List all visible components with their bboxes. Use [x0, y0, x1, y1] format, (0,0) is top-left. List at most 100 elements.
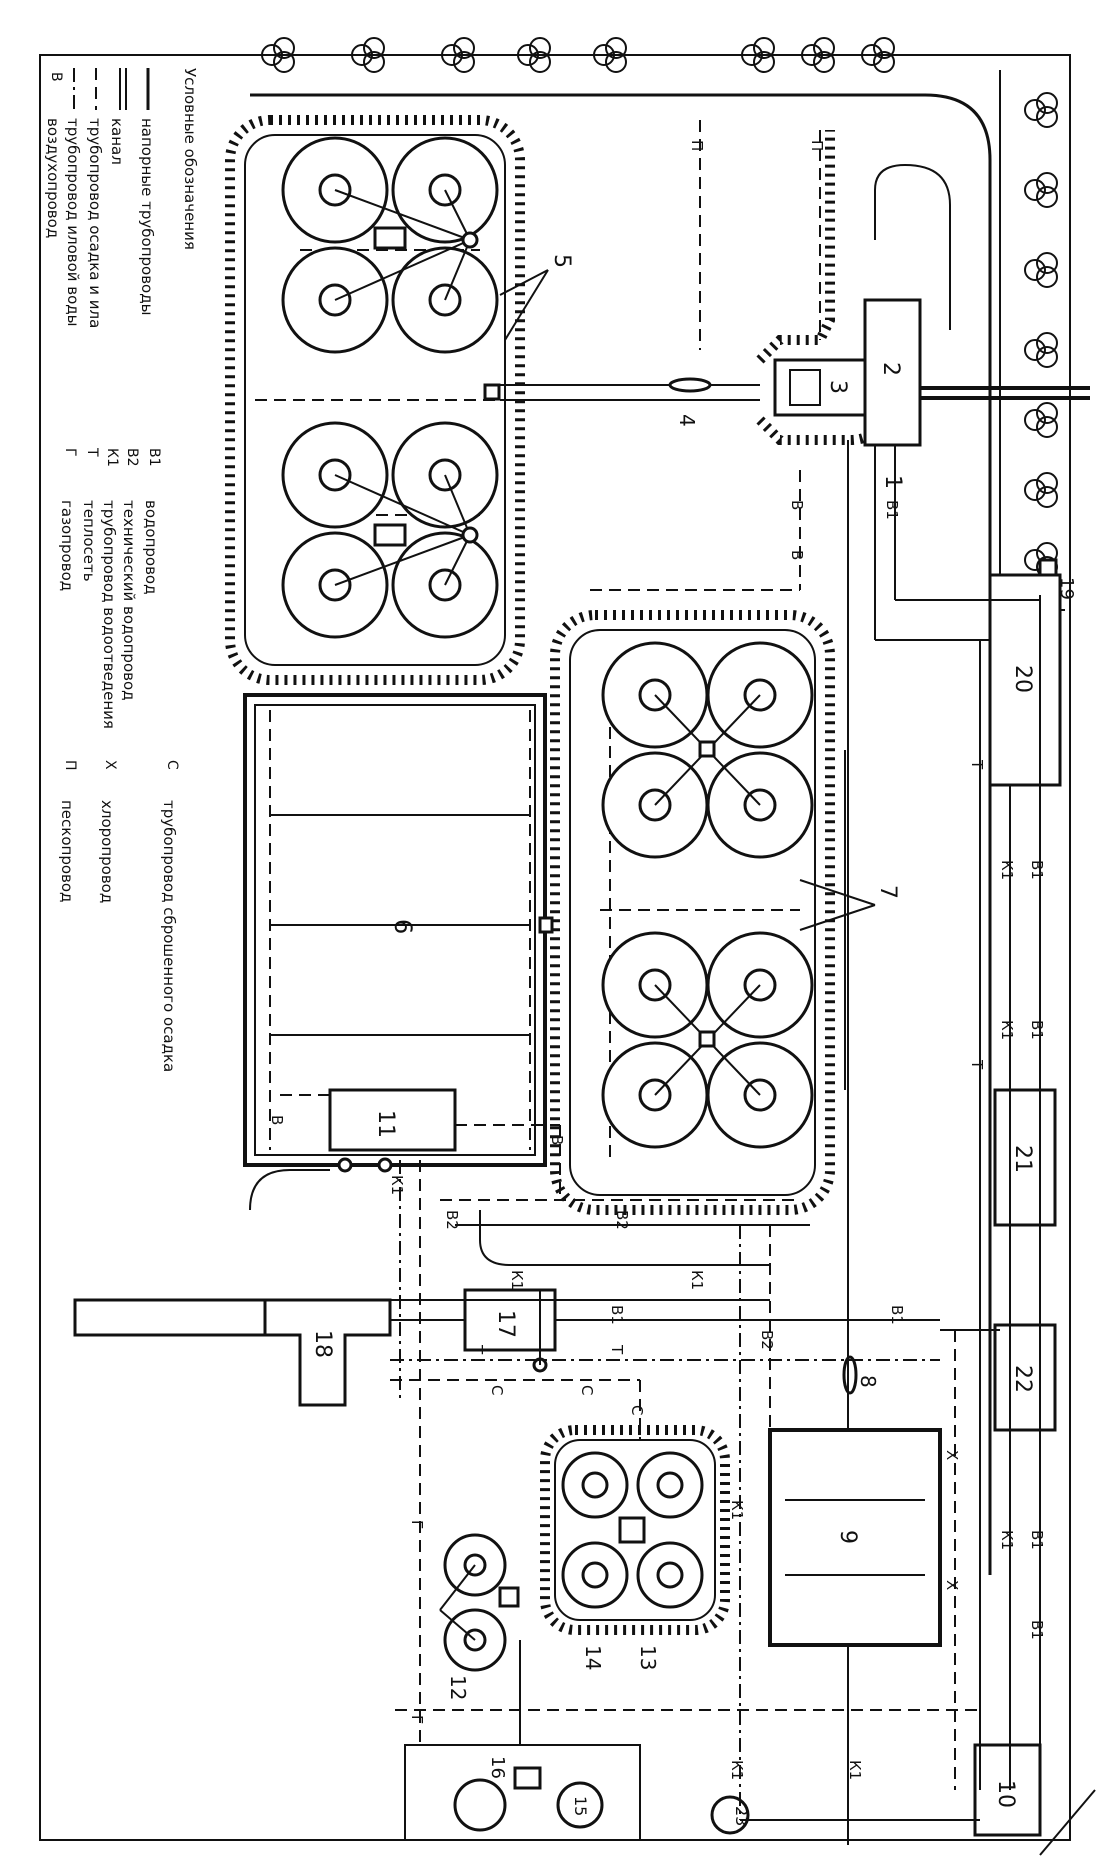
- legend-item-code: В: [48, 72, 64, 82]
- flow-meter-4: [668, 377, 712, 393]
- pipe-label-b2: В2: [758, 1330, 776, 1350]
- building-20: 20: [988, 573, 1062, 787]
- building-number: 15: [571, 1796, 590, 1816]
- pipe-label-v: В: [548, 1135, 566, 1145]
- gas-holder-16: [453, 1778, 507, 1832]
- pipe-label-x: Х: [943, 1450, 961, 1460]
- legend: Условные обозначения напорные трубопрово…: [44, 68, 199, 1072]
- tree-icon: [1024, 92, 1058, 128]
- pipe-label-p: П: [688, 140, 706, 151]
- legend-item-label: пескопровод: [58, 800, 76, 902]
- site-road-inner: [249, 1169, 330, 1211]
- legend-item-code: Х: [102, 760, 118, 770]
- pipe-label-b1: В1: [608, 1305, 626, 1325]
- tree-icon: [351, 37, 385, 73]
- gas-holder-zone: 16 15: [404, 1744, 641, 1841]
- legend-item-label: канал: [108, 118, 126, 165]
- label-5: 5: [549, 254, 574, 268]
- building-11: 11: [328, 1088, 457, 1173]
- pipe-label-v: В: [788, 500, 806, 510]
- building-21: 21: [993, 1088, 1057, 1227]
- pipe-label-k1: К1: [846, 1760, 864, 1780]
- label-14: 14: [581, 1645, 605, 1670]
- pipe-label-k1: К1: [508, 1270, 526, 1290]
- label-number: 8: [856, 1375, 880, 1388]
- building-number: 20: [1010, 665, 1035, 693]
- primary-settlers-block: [225, 115, 525, 685]
- pipe-label-t: Т: [968, 759, 986, 770]
- pipe-label-t: Т: [968, 1059, 986, 1070]
- pipe-label-p: П: [808, 140, 826, 151]
- legend-col-3: С трубопровод сброшенного осадка Х хлоро…: [58, 760, 180, 1072]
- pipe-label-k1: К1: [998, 860, 1016, 880]
- building-number: 22: [1010, 1365, 1035, 1393]
- legend-item-label: водопровод: [142, 500, 160, 594]
- well-23: 23: [710, 1795, 751, 1835]
- legend-col-2: В1 водопровод В2 технический водопровод …: [58, 447, 162, 729]
- legend-item-code: Г: [62, 448, 78, 457]
- tree-icon: [593, 37, 627, 73]
- building-number: 16: [487, 1756, 508, 1779]
- pipe-network: [280, 440, 1041, 1845]
- pipe-label-v: В: [788, 550, 806, 560]
- tree-icon: [1024, 172, 1058, 208]
- tree-icon: [517, 37, 551, 73]
- legend-item-label: газопровод: [58, 500, 76, 591]
- tree-icon: [261, 37, 295, 73]
- pipe-label-b2: В2: [613, 1210, 631, 1230]
- pipe-label-t: Т: [468, 1344, 486, 1355]
- legend-title: Условные обозначения: [181, 68, 199, 250]
- legend-item-label: хлоропровод: [98, 800, 116, 903]
- pipe-label-k1: К1: [688, 1270, 706, 1290]
- building-17: 17: [463, 1288, 557, 1373]
- tree-icon: [1024, 252, 1058, 288]
- legend-item-label: трубопровод иловой воды: [64, 118, 82, 327]
- tree-icon: [861, 37, 895, 73]
- tree-icon: [741, 37, 775, 73]
- tree-icon: [441, 37, 475, 73]
- pipe-label-k1: К1: [728, 1500, 746, 1520]
- site-road-loop: [250, 93, 992, 1575]
- label-1: 1: [880, 475, 905, 489]
- margin-stroke: [1039, 1789, 1096, 1856]
- pipe-label-b1: В1: [883, 500, 901, 520]
- pipe-label-g: Г: [408, 1715, 426, 1724]
- building-number: 3: [825, 380, 850, 394]
- pipe-label-b2: В2: [443, 1210, 461, 1230]
- pipe-label-b1: В1: [1028, 860, 1046, 880]
- legend-item-code: С: [164, 760, 180, 770]
- pipe-label-t: Т: [608, 1344, 626, 1355]
- building-number: 18: [310, 1330, 335, 1358]
- legend-item-label: напорные трубопроводы: [138, 118, 156, 315]
- label-13: 13: [636, 1645, 660, 1670]
- building-number: 12: [446, 1675, 470, 1700]
- pipe-label-v: В: [268, 1115, 286, 1125]
- label-4: 4: [675, 414, 699, 427]
- pipe-labels: В1 В1 В1 В1 К1 К1 К1 Т Т Х Х В В В1 П П …: [268, 140, 1046, 1780]
- pipe-label-b1: В1: [1028, 1620, 1046, 1640]
- pipe-label-b1: В1: [1028, 1020, 1046, 1040]
- digesters-block-13: [540, 1425, 730, 1635]
- pipe-label-s: С: [578, 1385, 596, 1395]
- building-number: 6: [389, 919, 417, 934]
- pipe-label-b1: В1: [1028, 1530, 1046, 1550]
- building-number: 23: [732, 1806, 751, 1826]
- legend-col-1: напорные трубопроводы канал трубопровод …: [44, 68, 156, 328]
- legend-item-code: Т: [84, 447, 100, 457]
- building-number: 11: [373, 1110, 398, 1138]
- building-22: 22: [993, 1323, 1057, 1432]
- legend-item-code: В2: [124, 448, 140, 467]
- secondary-settlers-block: [550, 610, 846, 1215]
- incoming-pressure-main: [910, 386, 1090, 400]
- tree-icon: [1024, 472, 1058, 508]
- building-number: 21: [1010, 1145, 1035, 1173]
- return-loop: [874, 163, 951, 330]
- pipe-label-x: Х: [943, 1580, 961, 1590]
- legend-item-label: трубопровод водоотведения: [100, 500, 118, 729]
- building-3: 3: [773, 358, 867, 417]
- pipe-label-s: С: [488, 1385, 506, 1395]
- building-9: 9: [768, 1428, 942, 1647]
- pipe-label-g: Г: [408, 1520, 426, 1529]
- tree-icon: [1024, 332, 1058, 368]
- sludge-tanks-12: 12: [439, 1533, 520, 1700]
